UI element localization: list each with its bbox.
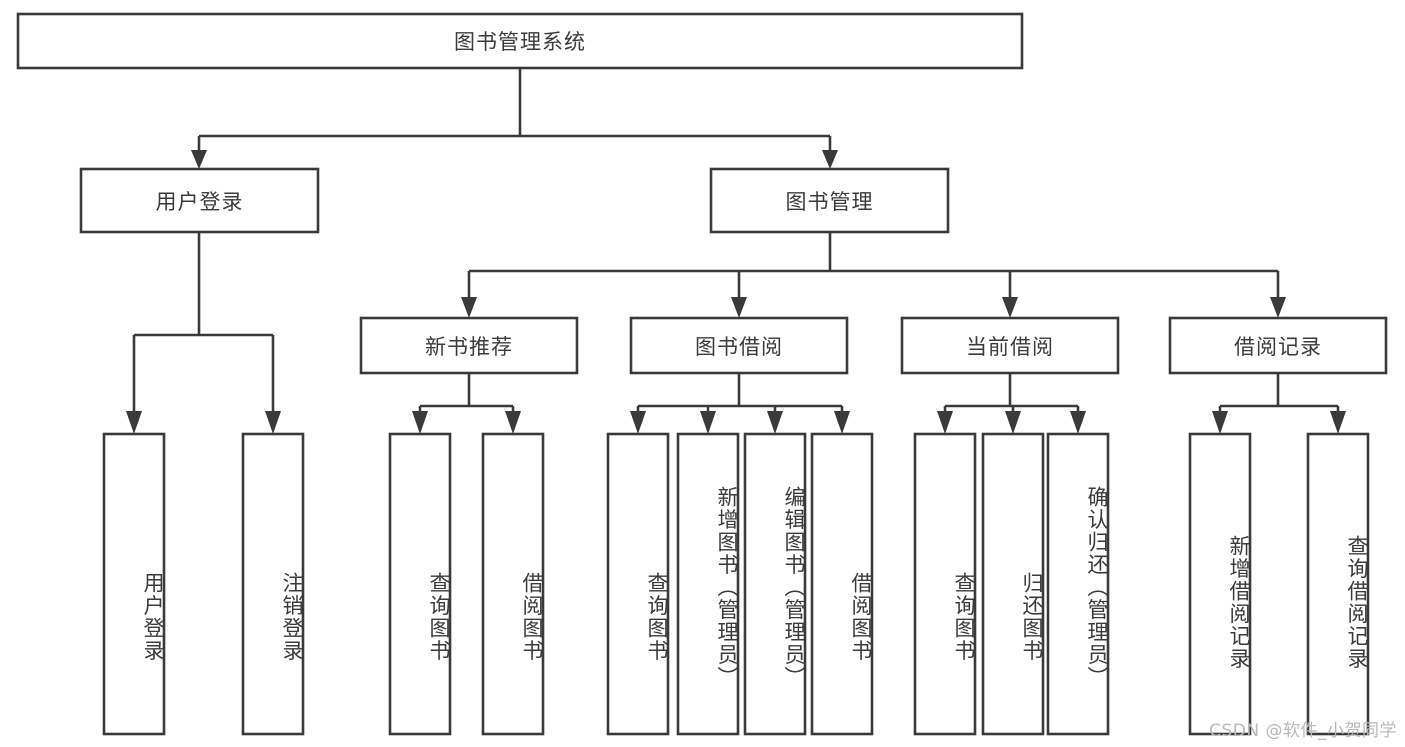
arrow-head-icon (700, 411, 716, 434)
node-leaf[interactable] (1188, 432, 1252, 736)
arrow-head-icon (126, 411, 142, 434)
connector-layer (126, 68, 1346, 434)
node-leaf[interactable] (606, 432, 670, 736)
node-leaf[interactable] (743, 432, 807, 736)
node-user-login[interactable] (79, 167, 320, 234)
arrow-head-icon (822, 150, 838, 169)
arrow-head-icon (731, 297, 747, 318)
node-leaf[interactable] (1046, 432, 1110, 736)
arrow-head-icon (1270, 297, 1286, 318)
node-book-management[interactable] (709, 167, 950, 234)
arrow-head-icon (1212, 411, 1228, 434)
node-book-borrow[interactable] (629, 316, 849, 375)
arrow-head-icon (1005, 411, 1021, 434)
arrow-head-icon (630, 411, 646, 434)
node-current-borrow[interactable] (900, 316, 1120, 375)
arrow-head-icon (505, 411, 521, 434)
node-leaf[interactable] (102, 432, 166, 736)
node-new-book-recommend[interactable] (359, 316, 579, 375)
arrow-head-icon (1070, 411, 1086, 434)
arrow-head-icon (1330, 411, 1346, 434)
node-leaf[interactable] (481, 432, 545, 736)
arrow-head-icon (191, 150, 207, 169)
node-borrow-record[interactable] (1168, 316, 1388, 375)
node-leaf[interactable] (676, 432, 740, 736)
node-leaf[interactable] (241, 432, 305, 736)
node-root[interactable] (16, 12, 1024, 70)
node-layer (16, 12, 1388, 736)
arrow-head-icon (834, 411, 850, 434)
node-leaf[interactable] (388, 432, 452, 736)
node-leaf[interactable] (913, 432, 977, 736)
node-leaf[interactable] (1306, 432, 1370, 736)
arrow-head-icon (1002, 297, 1018, 318)
arrow-head-icon (937, 411, 953, 434)
arrow-head-icon (265, 411, 281, 434)
node-leaf[interactable] (981, 432, 1045, 736)
arrow-head-icon (767, 411, 783, 434)
node-leaf[interactable] (810, 432, 874, 736)
arrow-head-icon (461, 297, 477, 318)
arrow-head-icon (412, 411, 428, 434)
